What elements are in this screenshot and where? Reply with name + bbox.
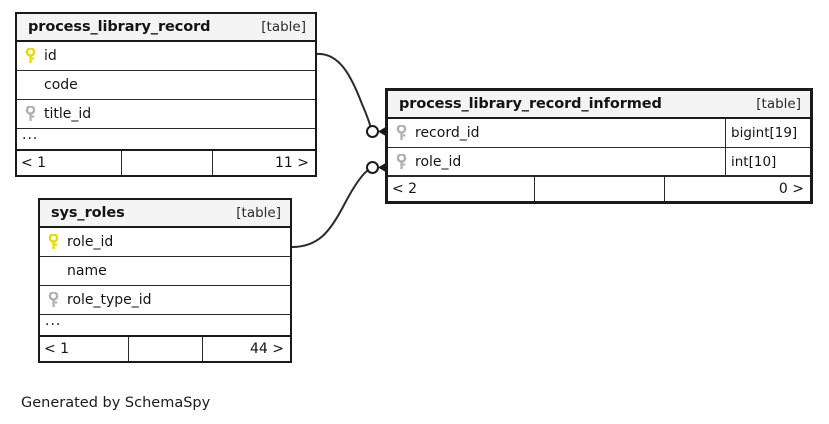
ellipsis-label: ... bbox=[45, 313, 62, 329]
column-cell: role_id bbox=[40, 228, 290, 256]
table-title: sys_roles bbox=[51, 205, 125, 221]
footer-parents-count: < 2 bbox=[392, 181, 418, 197]
column-name: record_id bbox=[415, 125, 480, 141]
more-columns-indicator: ... bbox=[40, 313, 290, 337]
column-type: int[10] bbox=[725, 148, 810, 175]
primary-key-icon bbox=[47, 233, 60, 250]
footer-children-count: 11 > bbox=[275, 155, 309, 171]
table-row[interactable]: name bbox=[40, 257, 290, 286]
table-header: process_library_record_informed [table] bbox=[388, 91, 810, 119]
column-type: bigint[19] bbox=[725, 119, 810, 147]
table-row[interactable]: record_id bigint[19] bbox=[388, 119, 810, 148]
ellipsis-label: ... bbox=[22, 127, 39, 143]
footer-children-count: 44 > bbox=[250, 341, 284, 357]
table-row[interactable]: title_id bbox=[17, 100, 315, 129]
generated-by-caption: Generated by SchemaSpy bbox=[21, 395, 211, 411]
foreign-key-icon bbox=[47, 291, 60, 308]
column-cell: record_id bbox=[388, 119, 725, 147]
column-cell: name bbox=[40, 257, 290, 285]
table-footer: < 1 11 > bbox=[17, 151, 315, 175]
column-name: role_id bbox=[415, 153, 462, 170]
table-row[interactable]: code bbox=[17, 71, 315, 100]
table-row[interactable]: id bbox=[17, 42, 315, 71]
column-name: title_id bbox=[44, 106, 92, 122]
table-header: sys_roles [table] bbox=[40, 200, 290, 228]
table-type-tag: [table] bbox=[261, 19, 306, 35]
column-name: id bbox=[44, 48, 57, 64]
table-footer: < 2 0 > bbox=[388, 177, 810, 201]
column-cell: role_type_id bbox=[40, 286, 290, 314]
relationship-edge-role-id bbox=[291, 168, 371, 248]
table-type-tag: [table] bbox=[756, 96, 801, 112]
table-sys-roles[interactable]: sys_roles [table] role_id name bbox=[38, 198, 292, 363]
column-cell: code bbox=[17, 71, 315, 99]
table-row[interactable]: role_type_id bbox=[40, 286, 290, 315]
column-name: role_id bbox=[67, 234, 114, 250]
table-process-library-record[interactable]: process_library_record [table] id code bbox=[15, 12, 317, 177]
footer-children-count: 0 > bbox=[778, 181, 804, 197]
table-row[interactable]: role_id bbox=[40, 228, 290, 257]
table-title: process_library_record bbox=[28, 19, 211, 35]
foreign-key-icon bbox=[24, 105, 37, 122]
footer-middle-cell bbox=[121, 151, 213, 175]
column-name: name bbox=[67, 263, 107, 279]
foreign-key-icon bbox=[395, 124, 408, 141]
table-footer: < 1 44 > bbox=[40, 337, 290, 361]
footer-middle-cell bbox=[534, 177, 665, 201]
column-cell: title_id bbox=[17, 100, 315, 128]
relationship-edge-record-id bbox=[315, 52, 372, 130]
table-type-tag: [table] bbox=[236, 205, 281, 221]
footer-parents-count: < 1 bbox=[44, 341, 70, 357]
column-name: code bbox=[44, 77, 78, 93]
column-name: role_type_id bbox=[67, 292, 152, 308]
footer-middle-cell bbox=[128, 337, 203, 361]
table-title: process_library_record_informed bbox=[399, 96, 662, 112]
table-row[interactable]: role_id int[10] bbox=[388, 148, 810, 177]
column-cell: id bbox=[17, 42, 315, 70]
primary-key-icon bbox=[24, 47, 37, 64]
more-columns-indicator: ... bbox=[17, 127, 315, 151]
column-cell: role_id bbox=[388, 148, 725, 175]
table-process-library-record-informed[interactable]: process_library_record_informed [table] … bbox=[385, 88, 813, 204]
table-header: process_library_record [table] bbox=[17, 14, 315, 42]
footer-parents-count: < 1 bbox=[21, 155, 47, 171]
foreign-key-icon bbox=[395, 152, 408, 170]
